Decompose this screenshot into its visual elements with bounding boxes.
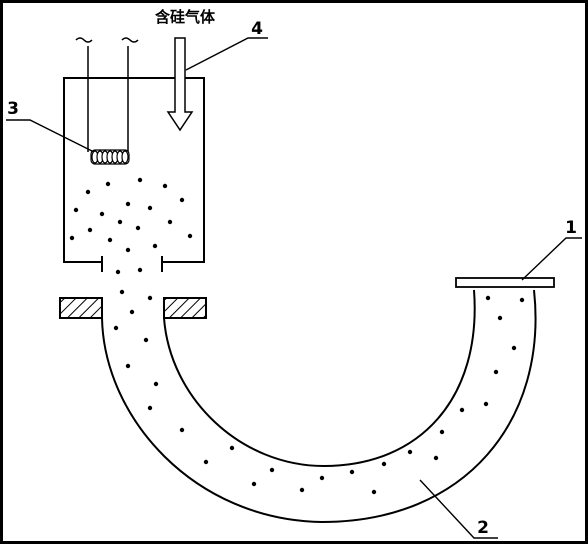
substrate-plate [455,277,555,288]
heater-leads [75,37,139,152]
gas-label: 含硅气体 [155,8,216,26]
leader-4 [185,37,268,71]
right-support-block [163,297,207,319]
silicon-particles [69,177,525,495]
gas-inlet-arrow [166,37,194,132]
callout-label-1: 1 [565,218,577,238]
leader-2 [419,479,498,539]
leader-1 [521,237,582,281]
chamber-outlet-nozzle [101,256,163,272]
callout-label-2: 2 [477,518,489,538]
left-support-block [59,297,103,319]
heater-coil [90,149,130,165]
reaction-chamber [63,77,205,263]
u-tube [101,289,537,524]
leader-3 [6,119,95,153]
callout-leader-lines [6,37,582,539]
callout-label-4: 4 [251,19,263,39]
canvas-background [3,3,585,541]
callout-label-3: 3 [7,99,19,119]
